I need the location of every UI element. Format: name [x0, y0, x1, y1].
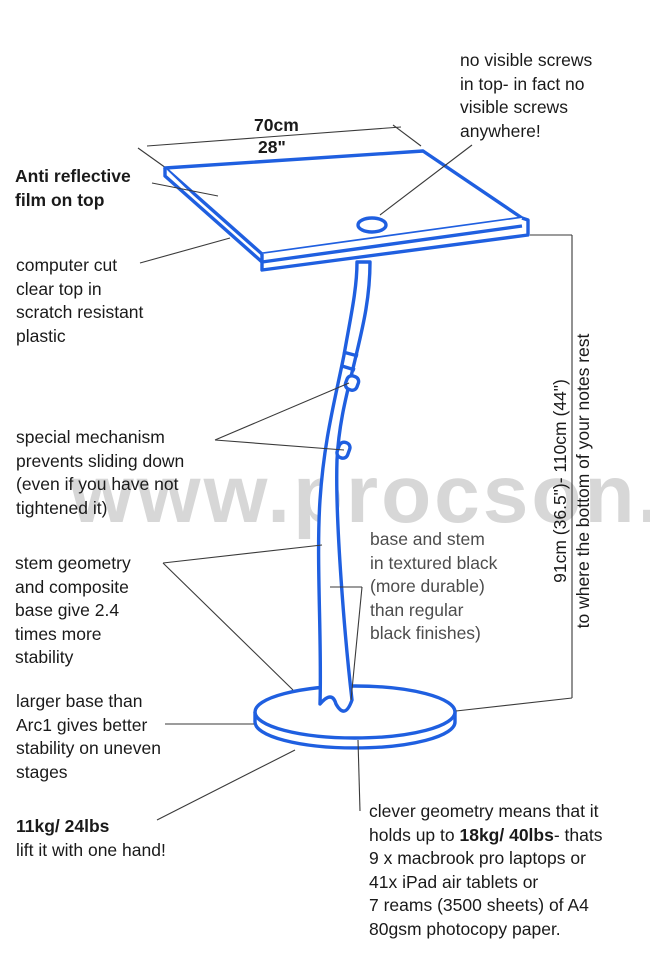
- watermark: www.procson.com: [70, 449, 650, 540]
- width-dimension-line: [137, 124, 422, 169]
- weight-callout: 11kg/ 24lbs lift it with one hand!: [16, 815, 166, 862]
- tabletop: [163, 149, 530, 272]
- computer-cut-callout: computer cut clear top in scratch resist…: [16, 255, 144, 346]
- weight-value: 11kg/ 24lbs: [16, 816, 110, 836]
- clever-text-b: - thats 9 x macbrook pro laptops or 41x …: [369, 824, 603, 939]
- clever-geometry-callout: clever geometry means that it holds up t…: [369, 800, 603, 941]
- width-cm-label: 70cm: [254, 115, 299, 135]
- textured-finish-callout: base and stem in textured black (more du…: [370, 529, 498, 643]
- capacity-value: 18kg/ 40lbs: [459, 824, 554, 845]
- no-screws-callout: no visible screws in top- in fact no vis…: [460, 50, 593, 141]
- height-range: 91cm (36.5")- 110cm (44"): [550, 379, 570, 583]
- stand-stem: [316, 260, 372, 713]
- weight-note: lift it with one hand!: [16, 839, 166, 860]
- height-note: to where the bottom of your notes rest: [573, 333, 593, 629]
- mechanism-callout: special mechanism prevents sliding down …: [16, 427, 185, 518]
- anti-reflective-callout: Anti reflective film on top: [15, 166, 131, 210]
- height-label: 91cm (36.5")- 110cm (44")to where the bo…: [549, 221, 595, 741]
- stem-geometry-callout: stem geometry and composite base give 2.…: [15, 553, 131, 667]
- width-inch-label: 28": [258, 137, 286, 157]
- stand-base: [253, 684, 457, 750]
- clever-text-a: clever geometry means that it holds up t…: [369, 801, 599, 845]
- larger-base-callout: larger base than Arc1 gives better stabi…: [16, 691, 161, 782]
- callout-lines: [139, 144, 573, 821]
